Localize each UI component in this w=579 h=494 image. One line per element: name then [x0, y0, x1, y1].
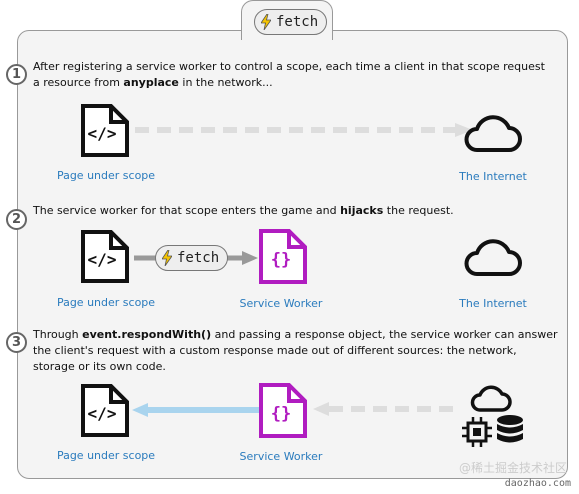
step-2-fetch-label: fetch — [177, 250, 220, 266]
service-worker-icon: {} — [259, 229, 307, 284]
cpu-chip-icon — [462, 417, 492, 447]
step-3-text: Through event.respondWith() and passing … — [33, 328, 558, 373]
step-2-page-caption: Page under scope — [56, 296, 156, 309]
service-worker-icon: {} — [259, 383, 307, 438]
page-document-icon: </> — [81, 384, 129, 437]
cloud-icon — [464, 239, 522, 276]
request-dashed-arrow — [135, 123, 473, 137]
database-icon — [497, 415, 523, 443]
step-1-number: 1 — [6, 64, 27, 85]
step-2-number: 2 — [6, 209, 27, 230]
step-1-text: After registering a service worker to co… — [33, 60, 545, 89]
step-3-number: 3 — [6, 332, 27, 353]
svg-text:</>: </> — [88, 124, 117, 143]
watermark-text: @稀土掘金技术社区 — [458, 461, 567, 475]
watermark-url: daozhao.com — [504, 478, 571, 489]
step-1-page-caption: Page under scope — [56, 169, 156, 182]
cloud-icon — [470, 385, 512, 412]
page-document-icon: </> — [81, 104, 129, 157]
header-fetch-pill: fetch — [254, 9, 328, 35]
page-document-icon: </> — [81, 230, 129, 283]
step-1-internet-caption: The Internet — [459, 170, 527, 183]
svg-text:</>: </> — [88, 250, 117, 269]
step-2-text: The service worker for that scope enters… — [33, 204, 454, 217]
svg-text:{}: {} — [271, 250, 291, 270]
step-3-page-caption: Page under scope — [56, 449, 156, 462]
svg-text:{}: {} — [271, 404, 291, 424]
step-2-internet-caption: The Internet — [459, 297, 527, 310]
lightning-bolt-icon — [162, 250, 172, 266]
step-2-fetch-pill: fetch — [155, 245, 229, 271]
svg-text:</>: </> — [88, 404, 117, 423]
response-arrow — [132, 403, 260, 417]
lightning-bolt-icon — [261, 14, 271, 30]
sources-dashed-arrow — [313, 402, 461, 416]
header-fetch-label: fetch — [276, 14, 319, 30]
cloud-icon — [464, 115, 522, 152]
step-3-worker-caption: Service Worker — [239, 450, 323, 463]
step-2-worker-caption: Service Worker — [239, 297, 323, 310]
